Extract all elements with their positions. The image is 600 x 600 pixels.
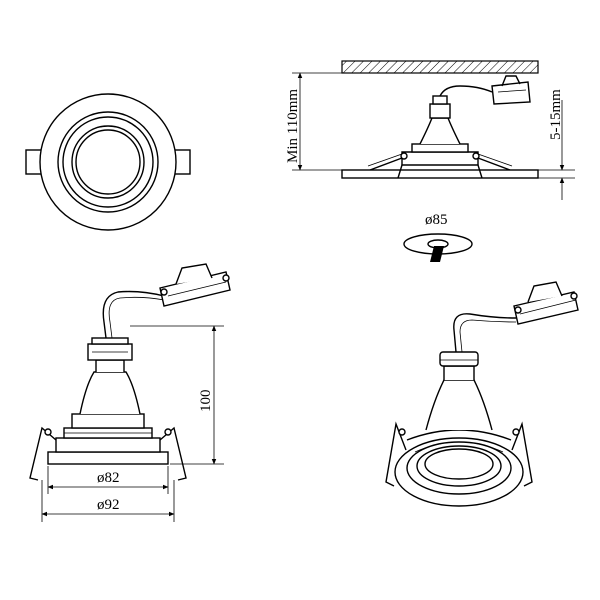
ceiling-board [341,169,539,179]
outer-trim-ring [39,93,177,231]
front-side-view [29,263,231,522]
inner-diameter-label: ø82 [97,470,120,486]
ceiling-thickness-label: 5-15mm [548,89,564,140]
perspective-trim-ring [394,437,524,507]
perspective-view [385,281,579,507]
cutout-diameter-label: ø85 [425,212,448,228]
outer-diameter-label: ø92 [97,497,120,513]
cutout-icon [403,233,473,262]
installation-view [292,60,575,200]
min-height-label: Min 110mm [285,89,301,163]
total-height-label: 100 [198,390,214,413]
top-view [25,93,191,231]
upper-ceiling [341,60,539,74]
trim-flange [47,451,169,465]
